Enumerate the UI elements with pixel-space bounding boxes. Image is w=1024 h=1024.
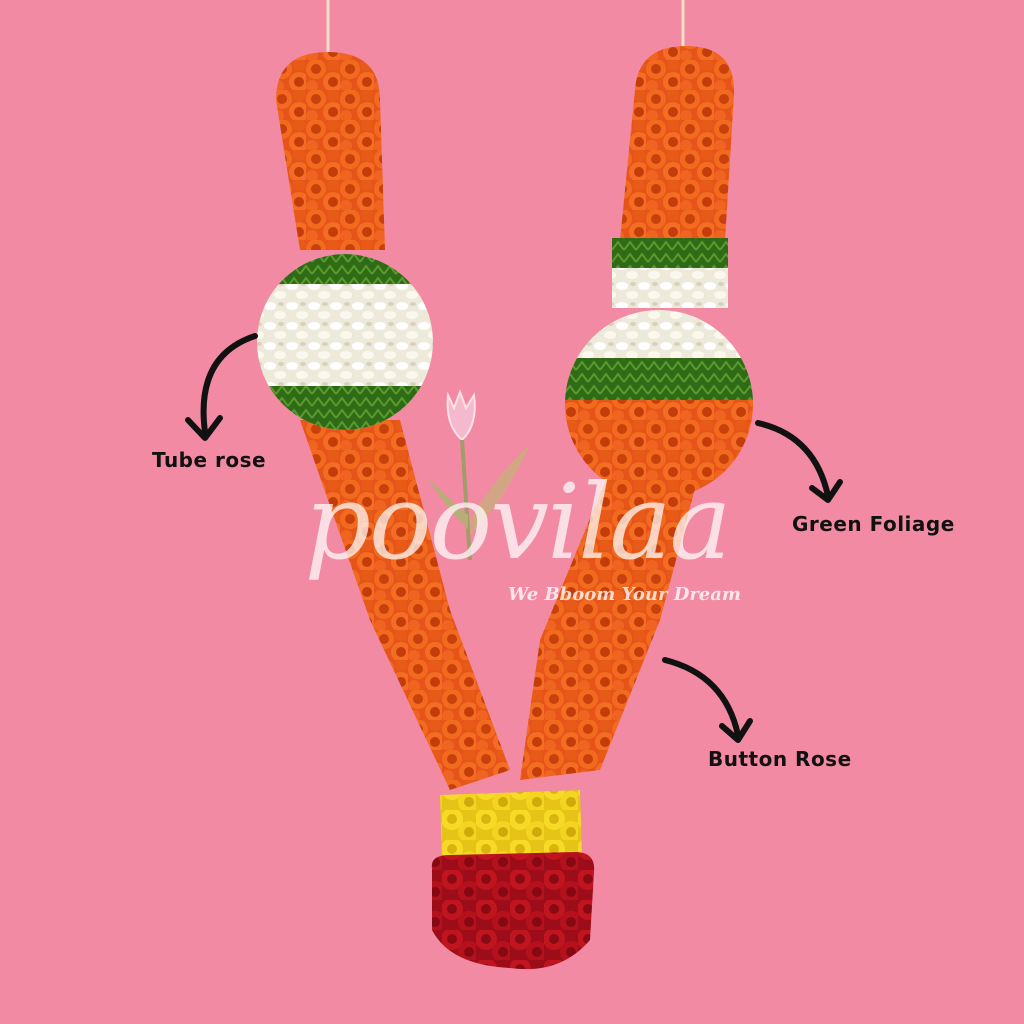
right-strand-bottom (520, 470, 700, 780)
left-strand-top (276, 52, 385, 250)
tube-rose-arrow-icon (200, 333, 258, 435)
tube-rose-closeup (257, 254, 433, 430)
tube-rose-label: Tube rose (152, 448, 267, 472)
watermark-tagline: We Bboom Your Dream (508, 584, 741, 605)
green-foliage-label: Green Foliage (792, 512, 955, 536)
button-rose-label: Button Rose (708, 747, 852, 771)
green-foliage-arrow-icon (755, 420, 831, 499)
button-rose-arrow-icon (662, 657, 741, 738)
watermark-brand: poovilaa (304, 461, 731, 583)
red-rose-tassel (431, 852, 595, 970)
right-strand-top (620, 46, 735, 240)
tulip-logo-icon (428, 389, 530, 561)
yellow-rose-band (440, 790, 582, 862)
left-strand-bottom (300, 420, 510, 790)
